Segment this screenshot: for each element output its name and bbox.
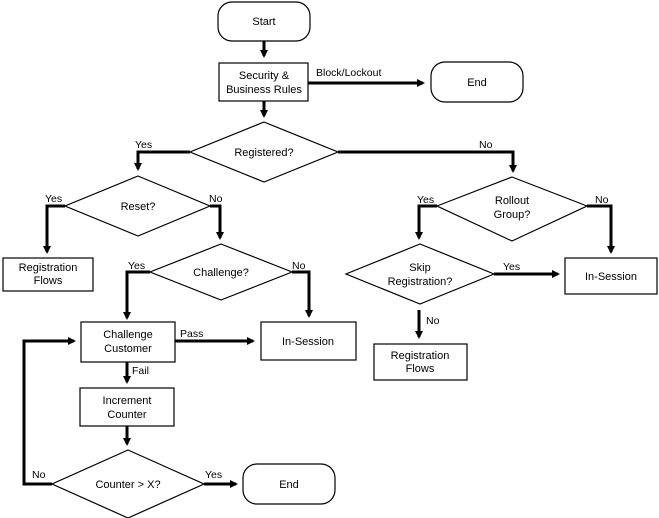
rollout-yes-label: Yes [417,194,434,206]
rollout-group-label-2: Group? [494,209,531,221]
reset-no-label: No [209,193,223,205]
registration-flows-left-node: Registration Flows [2,257,94,292]
end-top-label: End [467,77,487,89]
challenge-customer-label-2: Customer [104,343,152,355]
challenge-yes-label: Yes [128,260,145,272]
challenge-decision: Challenge? [148,243,294,301]
edge-reset-yes [43,204,65,254]
counter-yes-label: Yes [205,469,222,481]
increment-counter-label-2: Counter [107,409,146,421]
registered-no-label: No [479,139,493,151]
counter-decision: Counter > X? [50,449,206,518]
in-session-left-node: In-Session [260,321,357,361]
edge-rollout-yes [415,204,437,240]
edge-rollout-no [587,204,615,254]
edge-challenge-yes [123,270,150,320]
skip-no-label: No [426,315,440,327]
pass-label: Pass [180,328,203,340]
end-bottom-node: End [242,463,336,505]
start-node: Start [217,1,311,42]
registration-flows-left-label-2: Flows [34,275,63,287]
connectors [22,41,615,488]
reset-yes-label: Yes [45,193,62,205]
skip-yes-label: Yes [503,261,520,273]
registration-flows-right-node: Registration Flows [373,343,468,381]
end-bottom-label: End [279,479,299,491]
edge-registered-yes [134,150,190,171]
registration-flows-right-label-2: Flows [406,363,435,375]
start-label: Start [252,16,275,28]
challenge-no-label: No [292,260,306,272]
registration-flows-left-label-1: Registration [19,262,78,274]
rollout-no-label: No [595,194,609,206]
registered-yes-label: Yes [135,139,152,151]
rollout-group-label-1: Rollout [495,195,529,207]
challenge-decision-label: Challenge? [193,267,249,279]
registration-flows-right-label-1: Registration [391,350,450,362]
fail-label: Fail [132,365,149,377]
counter-no-label: No [32,469,46,481]
edge-reset-no [210,204,224,240]
challenge-customer-node: Challenge Customer [80,321,176,363]
in-session-right-label: In-Session [585,271,637,283]
security-rules-label-2: Business Rules [226,84,302,96]
edge-labels: Block/Lockout Yes No Yes No Yes No Pass … [32,67,609,481]
edge-challenge-no [292,270,313,318]
increment-counter-label-1: Increment [103,395,152,407]
reset-decision: Reset? [63,175,212,237]
challenge-customer-label-1: Challenge [103,329,153,341]
registered-label: Registered? [234,147,293,159]
in-session-right-node: In-Session [564,257,658,295]
counter-decision-label: Counter > X? [95,479,160,491]
edge-registered-no [338,150,517,173]
skip-registration-decision: Skip Registration? [344,243,496,305]
increment-counter-node: Increment Counter [79,387,175,427]
block-lockout-label: Block/Lockout [316,67,381,79]
in-session-left-label: In-Session [282,336,334,348]
skip-registration-label-1: Skip [409,262,430,274]
registered-decision: Registered? [188,121,340,183]
end-top-node: End [430,61,524,103]
rollout-group-decision: Rollout Group? [435,176,589,242]
security-rules-node: Security & Business Rules [218,62,309,102]
edge-counter-no [22,337,76,486]
skip-registration-label-2: Registration? [388,276,453,288]
security-rules-label-1: Security & [239,70,290,82]
reset-label: Reset? [121,201,156,213]
